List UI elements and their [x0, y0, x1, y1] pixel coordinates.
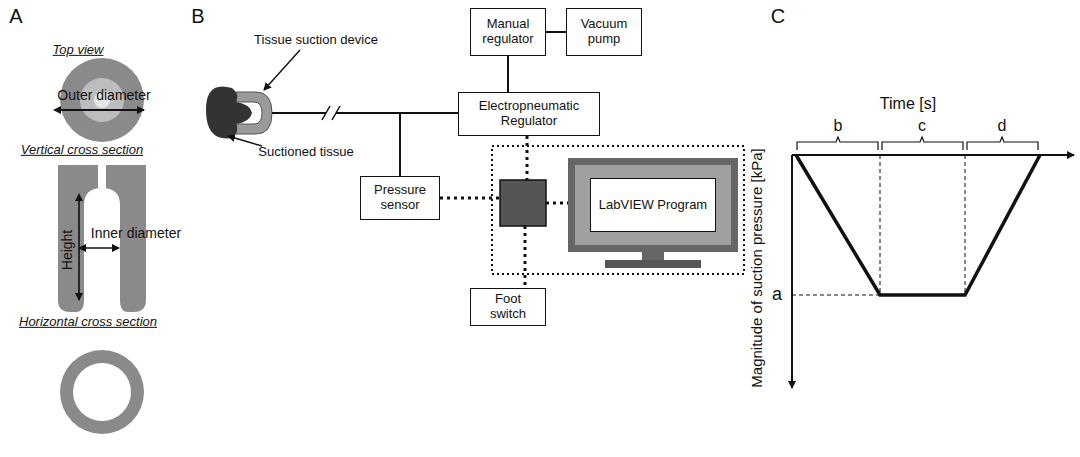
figure-label: Top view [53, 43, 104, 57]
panel-letter: B [191, 5, 204, 27]
panel-letter: C [771, 5, 785, 27]
figure-label: Horizontal cross section [19, 315, 157, 329]
screen-box: LabVIEW Program [590, 178, 716, 232]
component-box: Foot switch [470, 288, 546, 326]
box-text: Vacuum pump [573, 17, 635, 47]
figure-label: c [918, 117, 926, 135]
box-text: Manual regulator [477, 17, 539, 47]
box-text: Pressure sensor [367, 183, 433, 213]
figure-label: Outer diameter [57, 88, 150, 103]
figure-label: Suctioned tissue [258, 145, 353, 159]
box-text: Foot switch [477, 292, 539, 322]
panel-letter: A [9, 5, 22, 27]
pressure-profile-chart [792, 137, 1074, 388]
figure-label: Inner diameter [91, 226, 181, 241]
axis-label: Height [60, 230, 75, 270]
figure-label: a [772, 285, 782, 305]
box-text: Electropneumatic Regulator [465, 99, 593, 129]
box-text: LabVIEW Program [599, 198, 707, 213]
horizontal-section-figure [60, 350, 144, 434]
component-box: Pressure sensor [360, 176, 440, 220]
suction-device-figure [206, 50, 400, 146]
figure-label: Time [s] [880, 95, 936, 113]
component-box: Electropneumatic Regulator [458, 92, 600, 136]
figure-label: Vertical cross section [21, 143, 143, 157]
axis-label: Magnitude of suction pressure [kPa] [749, 148, 766, 387]
figure-label: Tissue suction device [254, 33, 378, 47]
figure-label: d [998, 117, 1007, 135]
component-box: Vacuum pump [566, 8, 642, 56]
figure-label: b [834, 117, 843, 135]
tube-line [400, 113, 458, 176]
computer-figure [440, 136, 744, 288]
tube-line [507, 56, 509, 92]
tube-line [546, 31, 566, 33]
component-box: Manual regulator [470, 8, 546, 56]
